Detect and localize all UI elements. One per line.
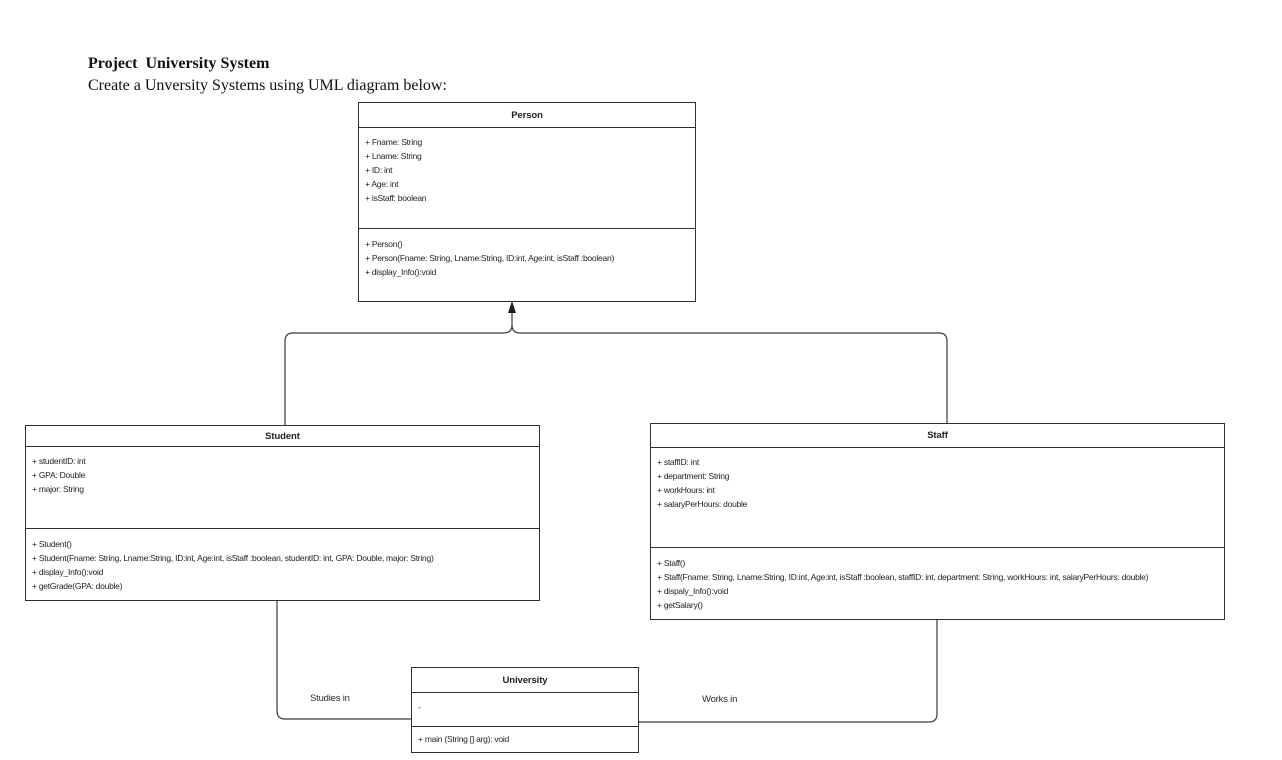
- page-title: Project University System: [88, 55, 270, 72]
- attribute-line: + workHours: int: [657, 485, 715, 495]
- inheritance-line-staff: [511, 324, 948, 423]
- works-in-label: Works in: [702, 694, 738, 705]
- class-student-attributes: + studentID: int + GPA: Double + major: …: [26, 447, 539, 529]
- class-student-methods: + Student() + Student(Fname: String, Lna…: [26, 529, 539, 600]
- attribute-line: -: [418, 702, 421, 712]
- attribute-line: + isStaff: boolean: [365, 193, 427, 203]
- class-staff-methods: + Staff() + Staff(Fname: String, Lname:S…: [651, 548, 1224, 619]
- class-person-methods: + Person() + Person(Fname: String, Lname…: [359, 229, 695, 301]
- class-student-title: Student: [26, 426, 539, 447]
- method-line: + main (String [] arg): void: [418, 734, 510, 744]
- class-staff: Staff + staffID: int + department: Strin…: [650, 423, 1225, 620]
- works-in-connector: [639, 620, 938, 723]
- attribute-line: + salaryPerHours: double: [657, 499, 748, 509]
- class-person: Person + Fname: String + Lname: String +…: [358, 102, 696, 302]
- attribute-line: + staffID: int: [657, 457, 699, 467]
- method-line: + Person(): [365, 239, 403, 249]
- class-person-attributes: + Fname: String + Lname: String + ID: in…: [359, 128, 695, 229]
- method-line: + Staff(): [657, 558, 686, 568]
- method-line: + Student(Fname: String, Lname:String, I…: [32, 553, 434, 563]
- class-university-title: University: [412, 668, 638, 693]
- class-student: Student + studentID: int + GPA: Double +…: [25, 425, 540, 601]
- method-line: + Person(Fname: String, Lname:String, ID…: [365, 253, 615, 263]
- class-staff-attributes: + staffID: int + department: String + wo…: [651, 448, 1224, 548]
- attribute-line: + Lname: String: [365, 151, 422, 161]
- class-university: University - + main (String [] arg): voi…: [411, 667, 639, 753]
- method-line: + getGrade(GPA: double): [32, 581, 123, 591]
- page-subtitle: Create a Unversity Systems using UML dia…: [88, 77, 447, 94]
- class-university-methods: + main (String [] arg): void: [412, 727, 638, 752]
- attribute-line: + Fname: String: [365, 137, 422, 147]
- method-line: + dispaly_Info():void: [657, 586, 729, 596]
- method-line: + display_Info():void: [32, 567, 104, 577]
- class-staff-title: Staff: [651, 424, 1224, 448]
- method-line: + Student(): [32, 539, 72, 549]
- inheritance-arrowhead-icon: [508, 301, 516, 313]
- class-person-title: Person: [359, 103, 695, 128]
- studies-in-label: Studies in: [310, 693, 350, 704]
- method-line: + display_Info():void: [365, 267, 437, 277]
- attribute-line: + studentID: int: [32, 456, 86, 466]
- method-line: + getSalary(): [657, 600, 703, 610]
- method-line: + Staff(Fname: String, Lname:String, ID:…: [657, 572, 1149, 582]
- attribute-line: + GPA: Double: [32, 470, 86, 480]
- inheritance-line-student: [284, 306, 513, 425]
- attribute-line: + ID: int: [365, 165, 393, 175]
- class-university-attributes: -: [412, 693, 638, 727]
- attribute-line: + major: String: [32, 484, 84, 494]
- attribute-line: + department: String: [657, 471, 730, 481]
- attribute-line: + Age: int: [365, 179, 399, 189]
